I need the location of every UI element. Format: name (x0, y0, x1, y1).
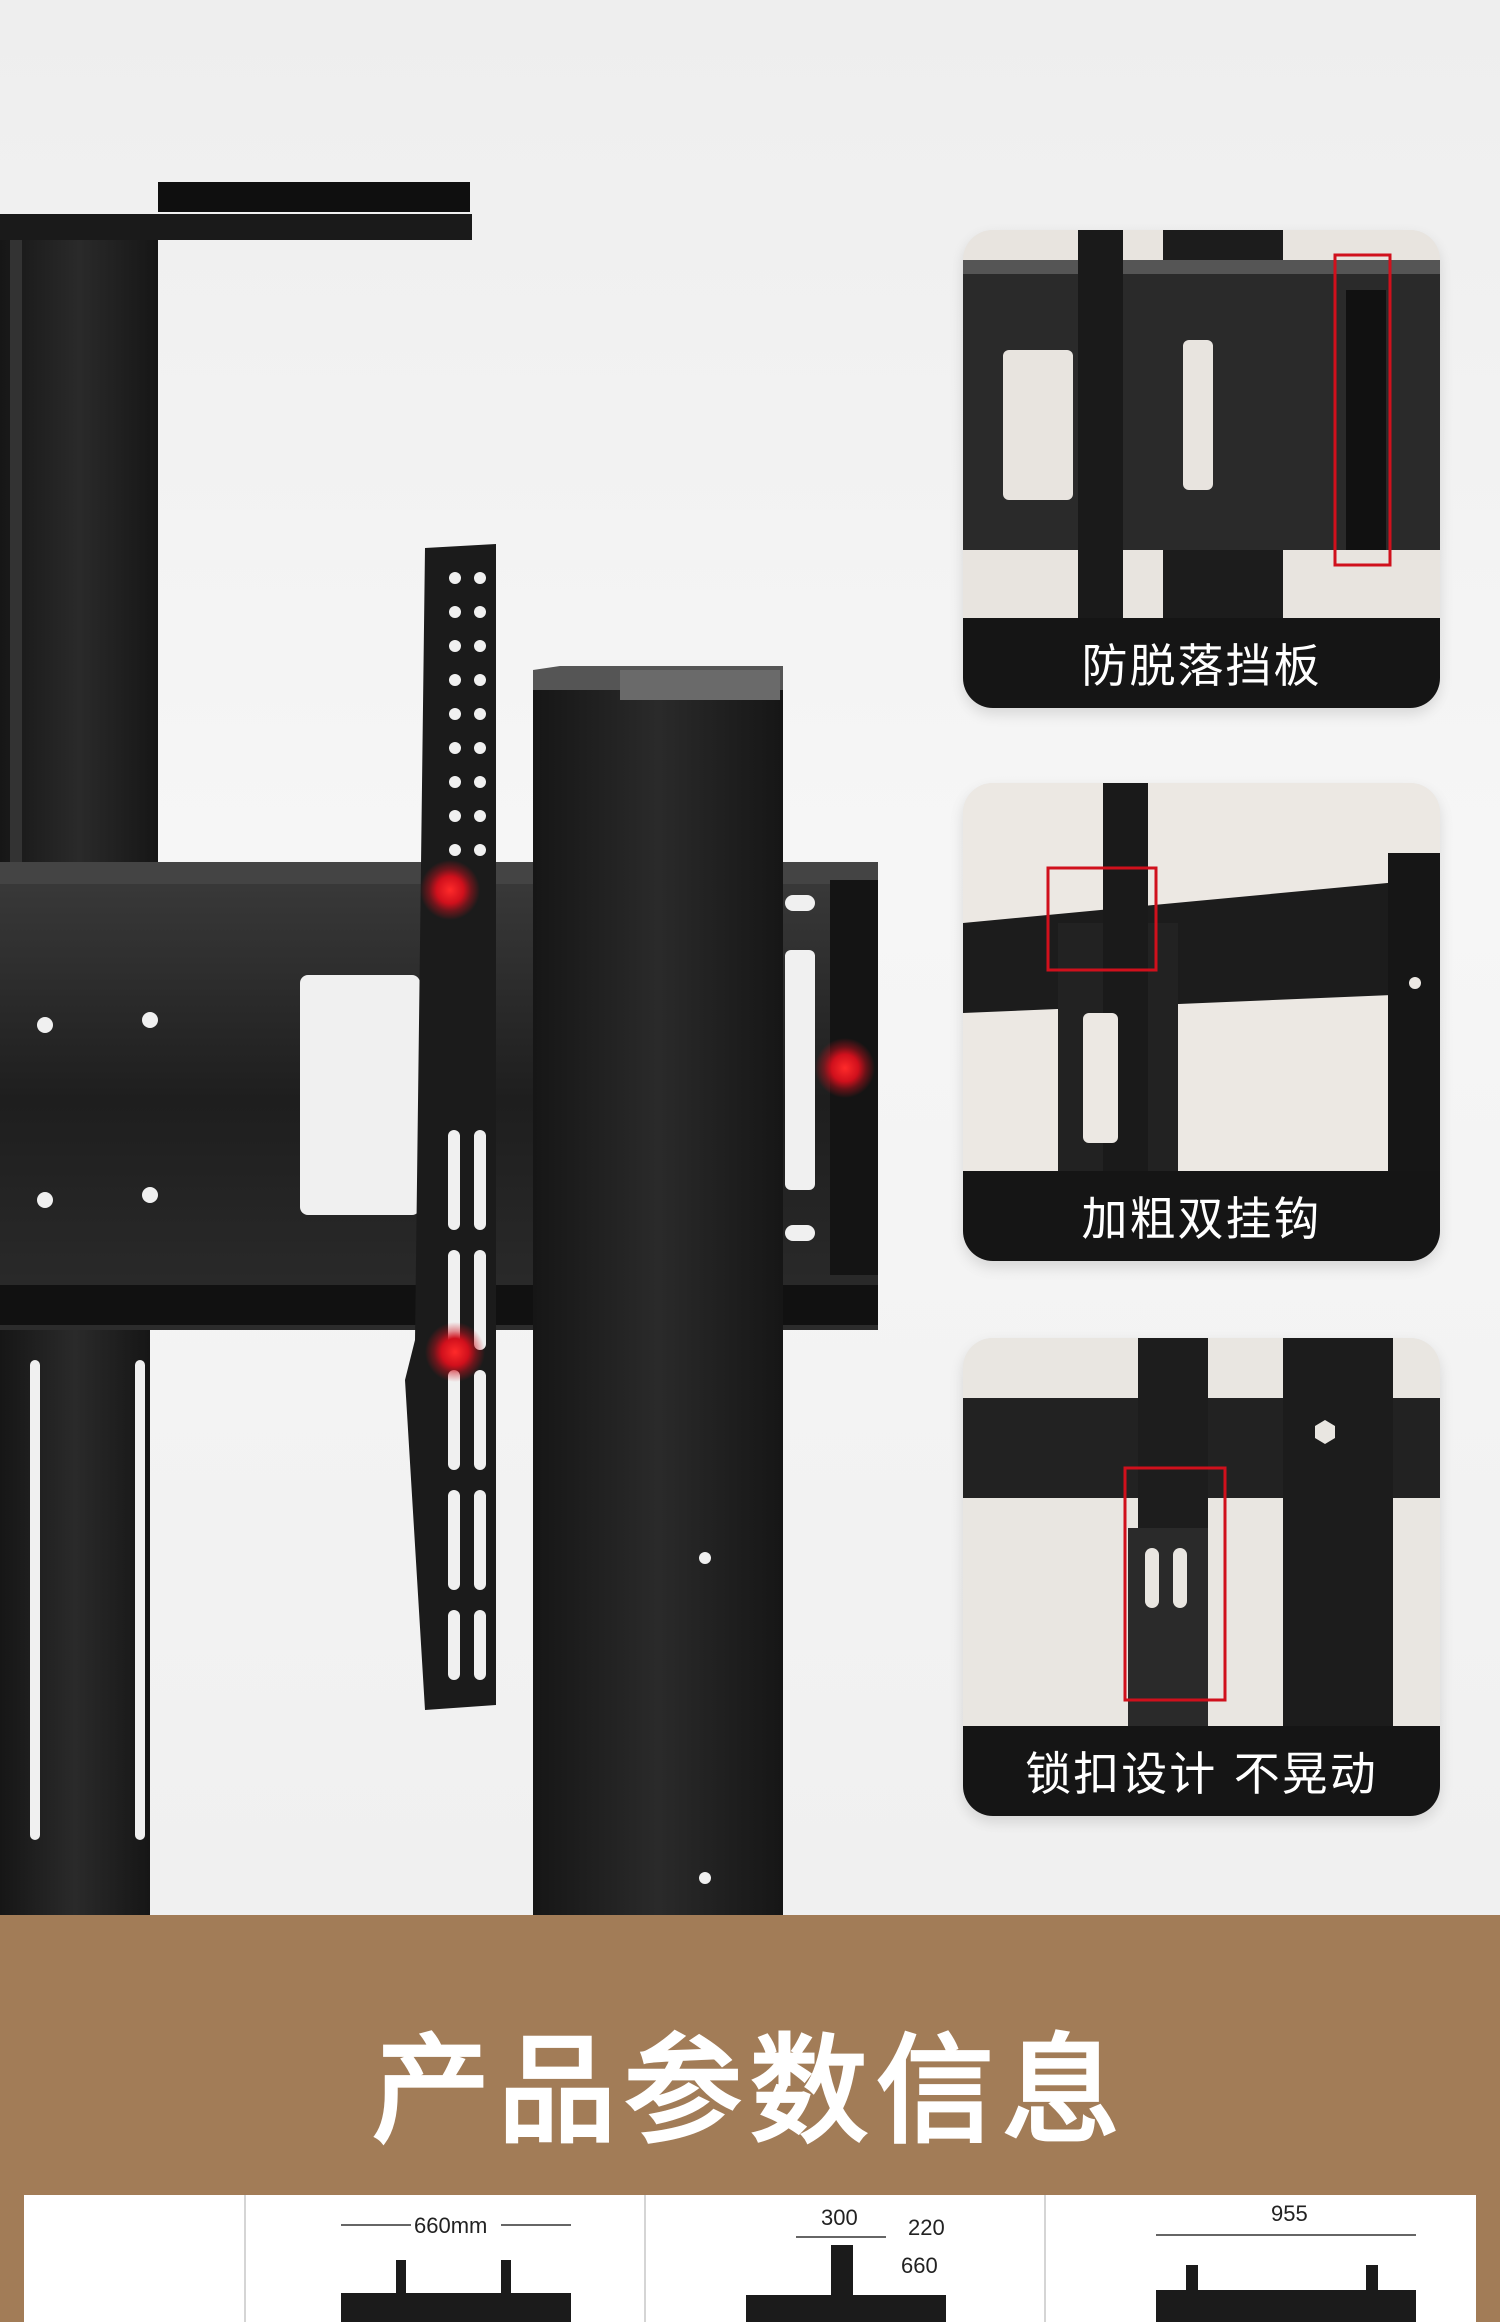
feature-caption: 加粗双挂钩 (963, 1171, 1440, 1261)
baffle-highlight-dot (815, 1038, 875, 1098)
spec-diagram-side: 300 220 660 (644, 2195, 1044, 2322)
hook-highlight-dot (420, 860, 480, 920)
dimension-label: 220 (908, 2215, 945, 2240)
dimension-label: 660mm (414, 2213, 488, 2238)
feature-card-double-hook: 加粗双挂钩 (963, 783, 1440, 1261)
feature-caption: 防脱落挡板 (963, 618, 1440, 708)
side-view-diagram (746, 2236, 946, 2322)
feature-caption: 锁扣设计 不晃动 (963, 1726, 1440, 1816)
dimension-label: 955 (1271, 2201, 1308, 2226)
lock-buckle-photo (963, 1338, 1440, 1726)
tv-mount-illustration (0, 182, 878, 1915)
section-title: 产品参数信息 (371, 2022, 1128, 2160)
double-hook-photo (963, 783, 1440, 1171)
spec-diagram-panel: 660mm 300 220 660 955 (24, 2195, 1476, 2322)
spec-diagram-front: 660mm (244, 2195, 644, 2322)
feature-card-anti-drop: 防脱落挡板 (963, 230, 1440, 708)
spec-diagram-base: 955 (1044, 2195, 1476, 2322)
base-view-diagram (1156, 2234, 1416, 2322)
product-params-section: 产品参数信息 660mm 300 220 660 (0, 1915, 1500, 2322)
hero-product-image: 防脱落挡板 加粗双挂钩 锁扣设计 不晃动 (0, 0, 1500, 1915)
anti-drop-baffle-photo (963, 230, 1440, 618)
lock-highlight-dot (425, 1322, 485, 1382)
feature-card-lock-buckle: 锁扣设计 不晃动 (963, 1338, 1440, 1816)
dimension-label: 660 (901, 2253, 938, 2278)
front-view-diagram (341, 2224, 571, 2322)
dimension-label: 300 (821, 2205, 858, 2230)
